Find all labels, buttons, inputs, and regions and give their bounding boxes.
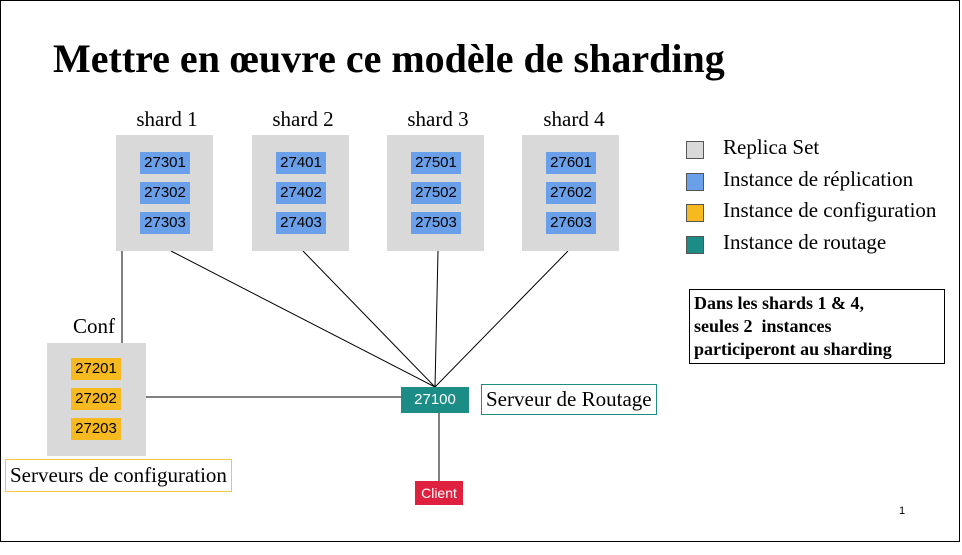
- connection-lines: [121, 250, 569, 481]
- shard-3-label: shard 3: [407, 107, 469, 131]
- legend-swatch-configuration: [686, 204, 704, 222]
- legend-label: Instance de réplication: [723, 166, 914, 191]
- shard-2-instance-2: 27402: [276, 182, 326, 204]
- shard-1-instance-2: 27302: [140, 182, 190, 204]
- page-number: 1: [899, 505, 906, 517]
- page-title: Mettre en œuvre ce modèle de sharding: [53, 36, 725, 81]
- router-label: Serveur de Routage: [481, 384, 657, 415]
- legend-label: Instance de configuration: [723, 198, 937, 222]
- note-line-2: seules 2 instances: [694, 316, 832, 336]
- legend-label: Instance de routage: [723, 229, 887, 254]
- client-node: Client: [415, 481, 463, 505]
- note-box: Dans les shards 1 & 4, seules 2 instance…: [689, 289, 945, 364]
- shard-3-instance-1: 27501: [411, 152, 461, 174]
- shard-1-instance-1: 27301: [140, 152, 190, 174]
- shard-2-label: shard 2: [272, 107, 334, 131]
- shard-2-instance-3: 27403: [276, 212, 326, 234]
- legend-label: Replica Set: [723, 135, 820, 159]
- note-line-3: participeront au sharding: [694, 339, 892, 359]
- config-servers-label: Serveurs de configuration: [5, 459, 232, 492]
- slide: Mettre en œuvre ce modèle de sharding sh…: [0, 0, 960, 542]
- legend-swatch-routing: [686, 235, 704, 254]
- note-line-1: Dans les shards 1 & 4,: [694, 293, 865, 313]
- shard3-to-router-line: [434, 250, 439, 388]
- shard-1-label: shard 1: [136, 107, 198, 131]
- shard-4-instance-1: 27601: [546, 152, 596, 174]
- shard-1-instance-3: 27303: [140, 212, 190, 234]
- config-instance-3: 27203: [71, 418, 121, 440]
- legend-swatch-replica-set: [686, 141, 704, 159]
- shard4-to-router-line: [434, 250, 569, 388]
- shard-4-label: shard 4: [543, 107, 605, 131]
- config-instance-2: 27202: [71, 388, 121, 410]
- config-instance-1: 27201: [71, 358, 121, 380]
- shard-4-instance-2: 27602: [546, 182, 596, 204]
- shard2-to-router-line: [302, 250, 436, 388]
- shard-3-instance-3: 27503: [411, 212, 461, 234]
- shard-2-instance-1: 27401: [276, 152, 326, 174]
- shard-3-instance-2: 27502: [411, 182, 461, 204]
- shard1-to-router-line: [170, 250, 436, 388]
- legend-swatch-replication: [686, 172, 704, 191]
- conf-label: Conf: [73, 314, 115, 338]
- router-instance: 27100: [401, 387, 469, 413]
- shard-4-instance-3: 27603: [546, 212, 596, 234]
